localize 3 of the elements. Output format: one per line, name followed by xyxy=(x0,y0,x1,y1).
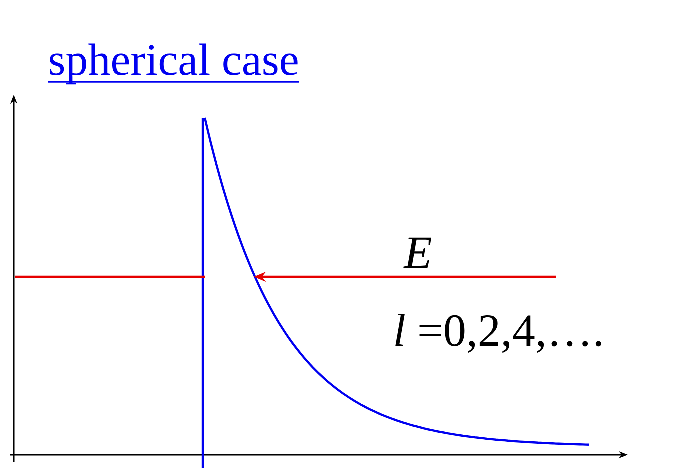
label: E xyxy=(404,238,432,268)
title: spherical case xyxy=(50,44,298,85)
label: l =0,2,4,…. xyxy=(396,314,602,354)
